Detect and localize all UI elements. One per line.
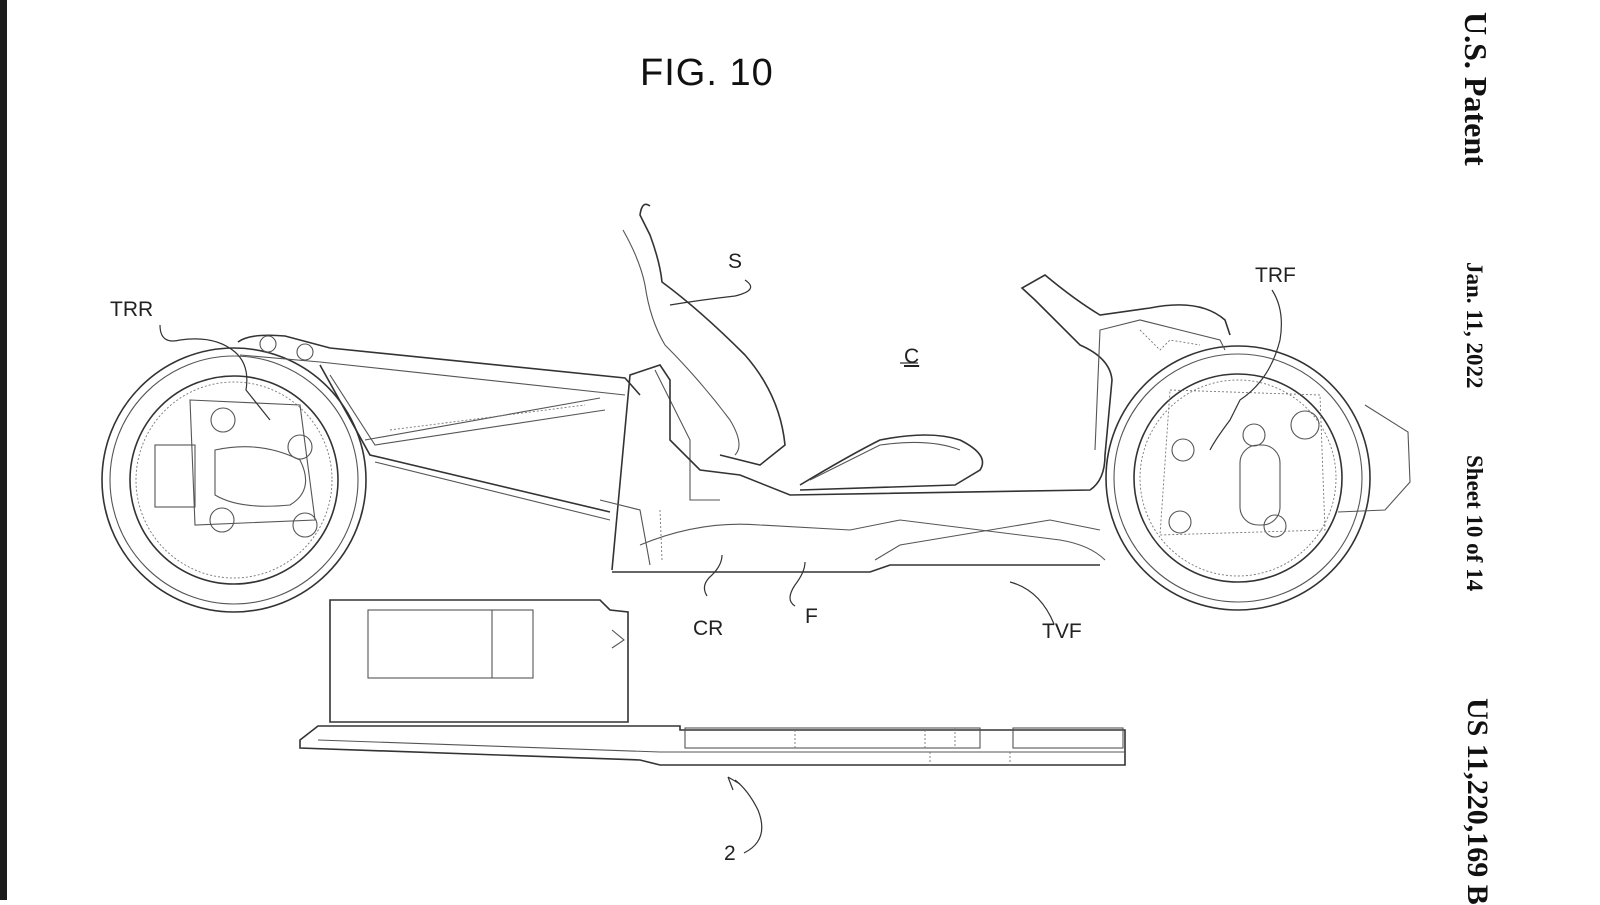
chassis-tub-drawing (599, 274, 1231, 573)
leader-lines (159, 279, 1282, 854)
figure-title: FIG. 10 (640, 52, 774, 94)
label-c: C (904, 345, 920, 368)
scan-border (0, 0, 7, 900)
label-f: F (805, 605, 818, 628)
label-trf: TRF (1255, 264, 1296, 287)
front-wheel-drawing (1105, 345, 1411, 611)
rear-frame-drawing (237, 334, 641, 521)
label-trr: TRR (110, 298, 154, 321)
label-tvf: TVF (1042, 620, 1082, 643)
label-cr: CR (693, 617, 724, 640)
label-ref-2: 2 (724, 842, 736, 865)
label-s: S (728, 250, 743, 273)
seat-drawing (622, 203, 984, 501)
rear-wheel-drawing (101, 347, 367, 613)
battery-pack-drawing (299, 599, 1126, 766)
